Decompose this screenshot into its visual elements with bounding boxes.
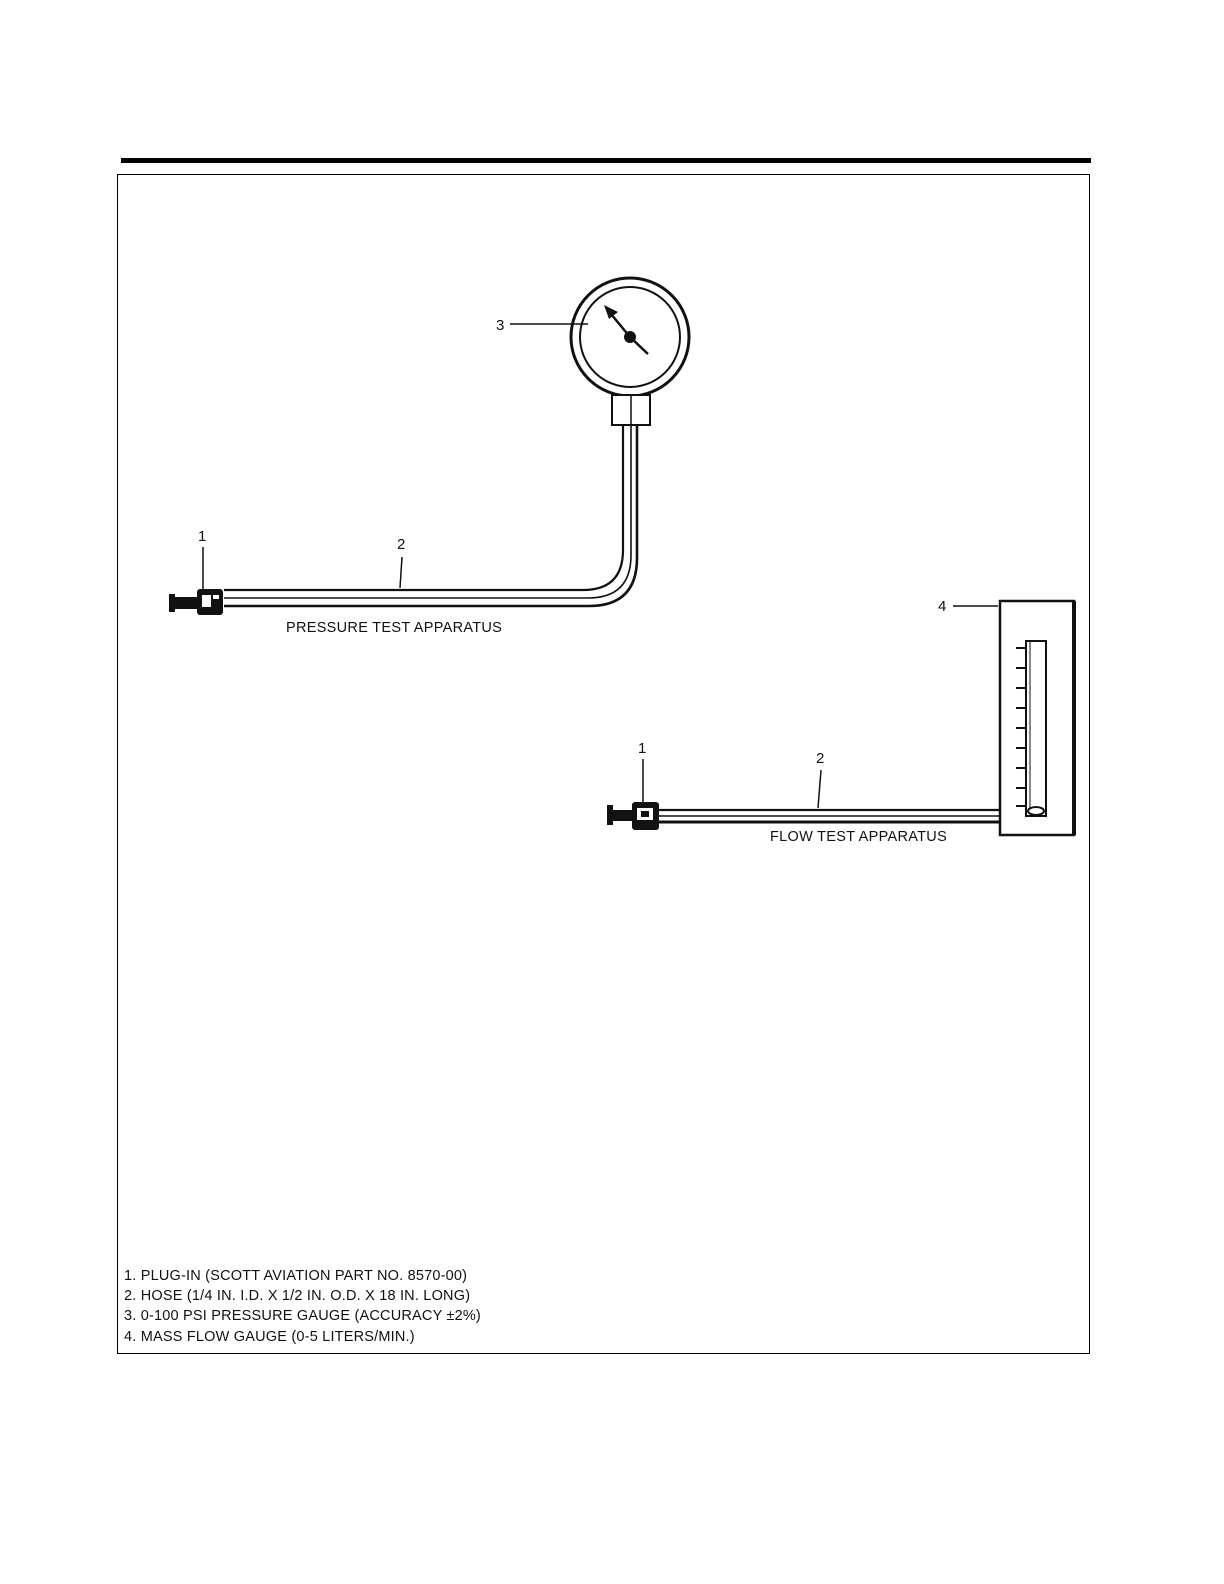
legend-text: HOSE (1/4 IN. I.D. X 1/2 IN. O.D. X 18 I… — [141, 1288, 471, 1304]
pressure-hose — [224, 425, 637, 606]
callout-2-flow-leader — [818, 770, 821, 808]
parts-legend: 1. PLUG-IN (SCOTT AVIATION PART NO. 8570… — [124, 1266, 481, 1347]
legend-number: 2. — [124, 1288, 137, 1304]
callout-2-pressure-leader — [400, 557, 402, 588]
flow-float — [1028, 807, 1044, 815]
flow-hose — [658, 810, 1000, 822]
callout-2-flow: 2 — [816, 750, 824, 767]
legend-text: PLUG-IN (SCOTT AVIATION PART NO. 8570-00… — [141, 1268, 467, 1284]
legend-number: 4. — [124, 1329, 137, 1345]
callout-3: 3 — [496, 317, 504, 334]
pressure-test-apparatus: 3 1 2 PRESSURE TEST APPARATUS — [169, 278, 689, 636]
mass-flow-gauge — [1000, 601, 1074, 835]
gauge-hub — [624, 331, 636, 343]
pressure-apparatus-caption: PRESSURE TEST APPARATUS — [286, 620, 502, 636]
callout-1-pressure: 1 — [198, 528, 206, 545]
flow-apparatus-caption: FLOW TEST APPARATUS — [770, 829, 947, 845]
legend-number: 3. — [124, 1308, 137, 1324]
legend-text: 0-100 PSI PRESSURE GAUGE (ACCURACY ±2%) — [141, 1308, 481, 1324]
legend-number: 1. — [124, 1268, 137, 1284]
pressure-gauge — [571, 278, 689, 425]
flow-test-apparatus: 4 1 2 FLOW TEST APPARATUS — [607, 598, 1074, 845]
legend-text: MASS FLOW GAUGE (0-5 LITERS/MIN.) — [141, 1329, 415, 1345]
callout-1-flow: 1 — [638, 740, 646, 757]
legend-item-1: 1. PLUG-IN (SCOTT AVIATION PART NO. 8570… — [124, 1266, 481, 1286]
legend-item-2: 2. HOSE (1/4 IN. I.D. X 1/2 IN. O.D. X 1… — [124, 1286, 481, 1306]
pressure-plug-in — [169, 589, 223, 615]
legend-item-3: 3. 0-100 PSI PRESSURE GAUGE (ACCURACY ±2… — [124, 1306, 481, 1326]
callout-4: 4 — [938, 598, 946, 615]
callout-2-pressure: 2 — [397, 536, 405, 553]
legend-item-4: 4. MASS FLOW GAUGE (0-5 LITERS/MIN.) — [124, 1327, 481, 1347]
flow-plug-in — [607, 802, 659, 830]
